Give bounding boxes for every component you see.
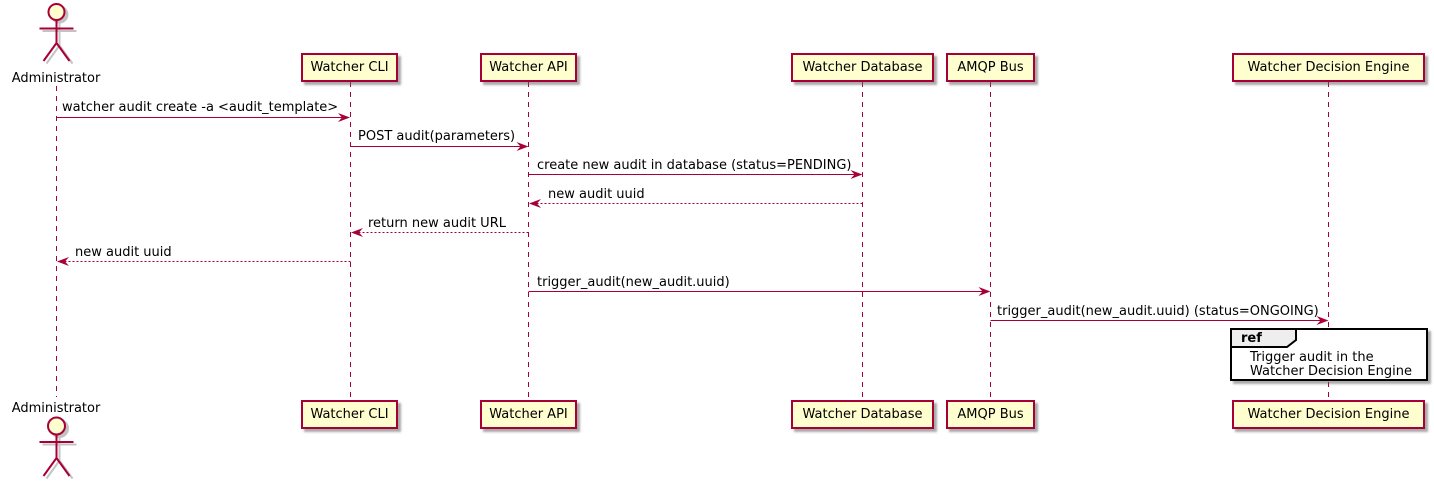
actor-figure-bottom — [39, 416, 74, 477]
message-arrow-5 — [351, 228, 529, 237]
actor-label-bottom: Administrator — [11, 401, 101, 416]
participant-top-watcher-decision-engine: Watcher Decision Engine — [1232, 53, 1425, 82]
message-label-1: watcher audit create -a <audit_template> — [62, 100, 339, 115]
actor-label-top: Administrator — [11, 71, 101, 86]
message-arrow-2 — [350, 142, 529, 151]
participant-bottom-watcher-api: Watcher API — [480, 400, 577, 429]
message-label-6: new audit uuid — [75, 245, 172, 260]
participant-bottom-watcher-decision-engine: Watcher Decision Engine — [1232, 400, 1425, 429]
participant-bottom-watcher-database: Watcher Database — [791, 400, 934, 429]
message-label-4: new audit uuid — [548, 187, 645, 202]
message-arrow-1 — [56, 113, 350, 122]
message-label-3: create new audit in database (status=PEN… — [537, 158, 852, 173]
message-arrow-4 — [529, 199, 863, 208]
participant-bottom-amqp-bus: AMQP Bus — [946, 400, 1035, 429]
participant-bottom-watcher-cli: Watcher CLI — [301, 400, 398, 429]
lifelines — [56, 82, 1329, 399]
ref-line-1: Trigger audit in the — [1250, 350, 1374, 365]
ref-tab — [1230, 328, 1297, 348]
actor-head — [47, 416, 66, 436]
actor-head — [47, 3, 66, 21]
participant-top-watcher-database: Watcher Database — [791, 53, 934, 82]
message-label-7: trigger_audit(new_audit.uuid) — [537, 275, 730, 290]
message-label-2: POST audit(parameters) — [358, 129, 516, 144]
message-arrow-6 — [57, 257, 351, 266]
message-arrow-7 — [528, 287, 991, 296]
message-label-5: return new audit URL — [368, 216, 506, 231]
message-label-8: trigger_audit(new_audit.uuid) (status=ON… — [997, 304, 1319, 319]
message-arrow-3 — [528, 170, 863, 179]
ref-fragment: ref Trigger audit in the Watcher Decisio… — [1230, 328, 1428, 381]
participant-top-watcher-cli: Watcher CLI — [301, 53, 398, 82]
participant-top-watcher-api: Watcher API — [480, 53, 577, 82]
message-arrow-8 — [990, 316, 1329, 325]
ref-body: Trigger audit in the Watcher Decision En… — [1250, 351, 1412, 379]
ref-keyword: ref — [1241, 331, 1262, 346]
actor-figure-top — [39, 3, 74, 62]
participant-top-amqp-bus: AMQP Bus — [946, 53, 1035, 82]
ref-line-2: Watcher Decision Engine — [1250, 364, 1412, 379]
